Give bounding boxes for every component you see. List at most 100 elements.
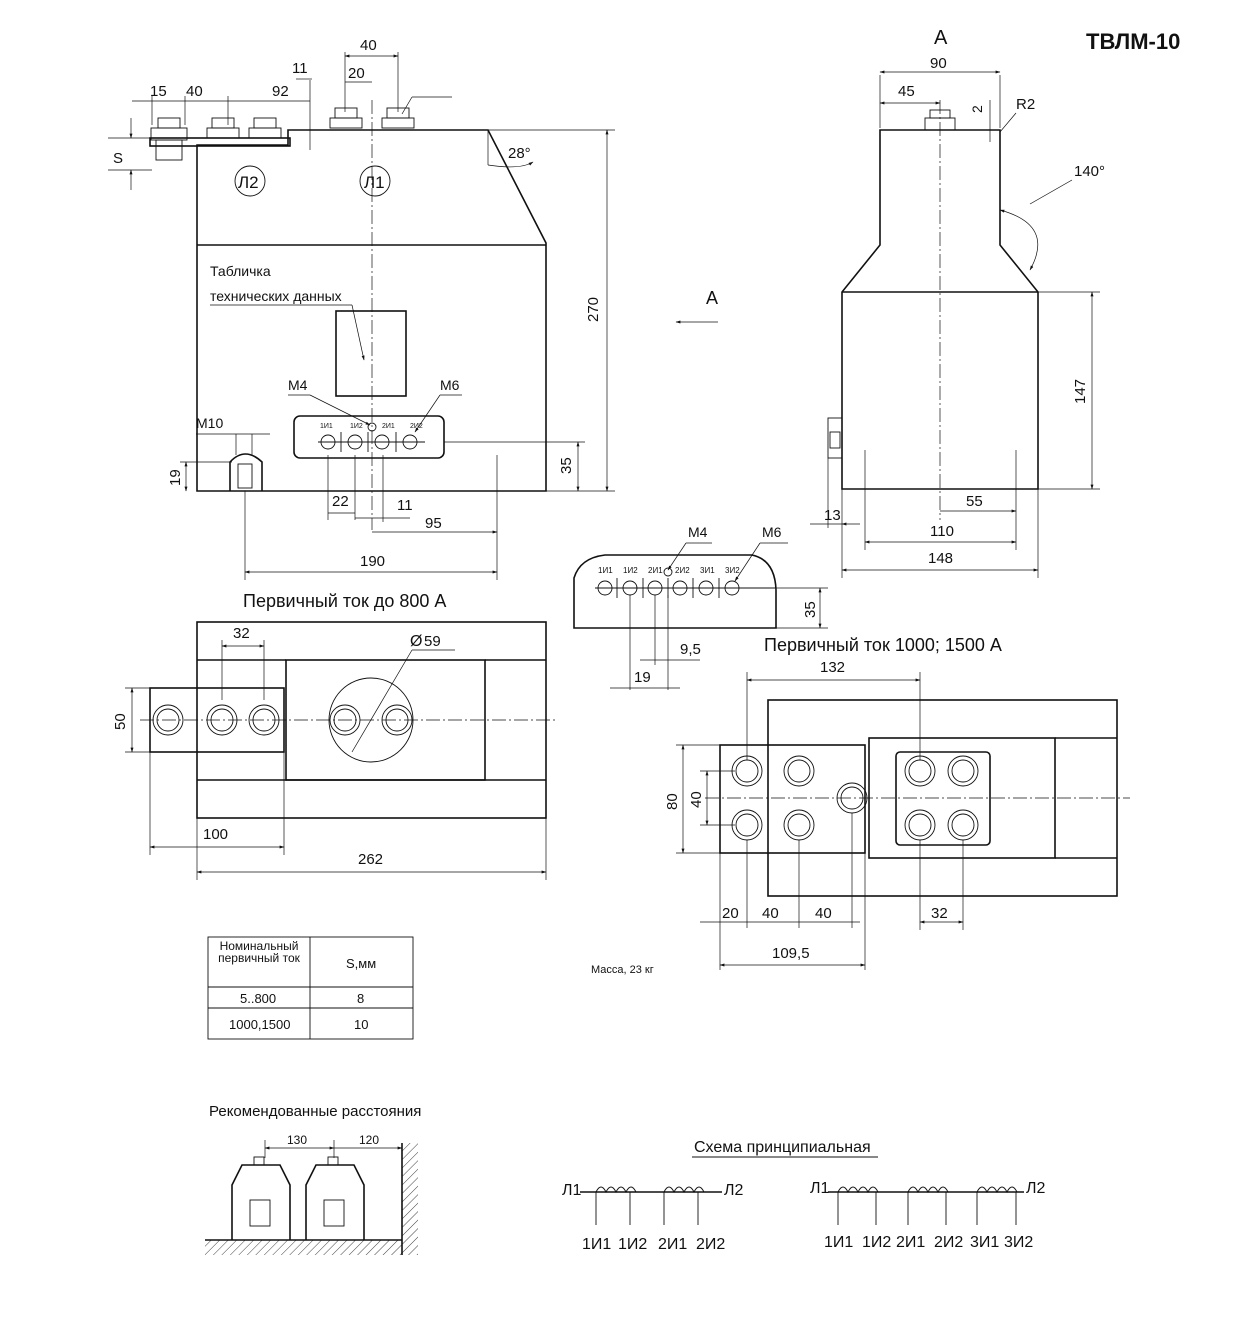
recommended-unit-2 bbox=[305, 1164, 365, 1240]
bolts-800 bbox=[152, 677, 414, 763]
recommended-unit-1 bbox=[231, 1164, 291, 1240]
table-row2-current: 1000,1500 bbox=[229, 1017, 290, 1032]
block-1500-terminal-2i2: 2И2 bbox=[675, 566, 690, 575]
dim-147: 147 bbox=[1072, 379, 1089, 404]
schema-right-3i1: 3И1 bbox=[970, 1234, 999, 1251]
table-row1-current: 5..800 bbox=[240, 991, 276, 1006]
block-1500-terminal-3i1: 3И1 bbox=[700, 566, 715, 575]
dim-92: 92 bbox=[272, 83, 289, 100]
dim-40-top-right: 40 bbox=[360, 37, 377, 54]
terminal-l2-label: Л2 bbox=[238, 173, 259, 192]
block-1500-dim-19: 19 bbox=[634, 669, 651, 686]
dim-45: 45 bbox=[898, 83, 915, 100]
top-view-1500-dim-32: 32 bbox=[931, 905, 948, 922]
thread-m6-label: М6 bbox=[440, 377, 460, 393]
top-view-800-dim-50: 50 bbox=[112, 713, 129, 730]
block-1500-terminal-1i2: 1И2 bbox=[623, 566, 638, 575]
secondary-terminal-block bbox=[293, 415, 445, 459]
terminal-l1-label: Л1 bbox=[364, 173, 385, 192]
top-view-1500-dim-40-vertical: 40 bbox=[688, 791, 705, 808]
angle-28-label: 28° bbox=[508, 145, 531, 162]
current-table: Номинальный первичный ток S,мм 5..800 8 … bbox=[207, 936, 414, 1040]
grounding-bolt bbox=[229, 453, 263, 491]
table-row2-s: 10 bbox=[354, 1017, 368, 1032]
dim-35: 35 bbox=[558, 457, 575, 474]
dim-13: 13 bbox=[824, 507, 841, 524]
block-terminal-1i2: 1И2 bbox=[350, 423, 363, 430]
top-view-1500-dim-40-b: 40 bbox=[815, 905, 832, 922]
dim-19: 19 bbox=[167, 469, 184, 486]
dim-11-top: 11 bbox=[292, 60, 308, 77]
top-view-1500-dim-80: 80 bbox=[664, 793, 681, 810]
diameter-symbol: Ø bbox=[410, 633, 422, 650]
terminal-block-1500: 1И1 1И2 2И1 2И2 3И1 3И2 М4 М6 35 9,5 19 bbox=[573, 524, 828, 690]
end-view-label: А bbox=[934, 27, 948, 49]
block-1500-terminal-2i1: 2И1 bbox=[648, 566, 663, 575]
schema: Схема принципиальная Л1 Л2 1И1 1И2 2И1 2… bbox=[562, 1139, 1046, 1253]
block-terminal-2i2: 2И2 bbox=[410, 423, 423, 430]
recommended-dim-130: 130 bbox=[287, 1133, 307, 1147]
nameplate-label-line1: Табличка bbox=[210, 263, 271, 279]
busbar-1500 bbox=[719, 744, 866, 854]
radius-label: R2 bbox=[1016, 96, 1035, 113]
drawing-title: ТВЛМ-10 bbox=[1086, 29, 1180, 54]
schema-right-2i1: 2И1 bbox=[896, 1234, 925, 1251]
top-view-800-dim-262: 262 bbox=[358, 851, 383, 868]
dim-20-top: 20 bbox=[348, 65, 365, 82]
top-view-800-dim-32: 32 bbox=[233, 625, 250, 642]
schema-right-1i1: 1И1 bbox=[824, 1234, 853, 1251]
schema-left-2i2: 2И2 bbox=[696, 1236, 725, 1253]
block-terminal-2i1: 2И1 bbox=[382, 423, 395, 430]
top-view-1500-dim-20: 20 bbox=[722, 905, 739, 922]
schema-right-3i2: 3И2 bbox=[1004, 1234, 1033, 1251]
dim-190: 190 bbox=[360, 553, 385, 570]
dim-11-bottom: 11 bbox=[397, 497, 413, 514]
dim-148: 148 bbox=[928, 550, 953, 567]
block-1500-thread-m4: М4 bbox=[688, 524, 708, 540]
top-view-1500-dim-109-5: 109,5 bbox=[772, 945, 810, 962]
table-header-s: S,мм bbox=[346, 956, 376, 971]
recommended-distances: Рекомендованные расстояния 130 120 bbox=[205, 1103, 421, 1255]
top-view-1500-caption: Первичный ток 1000; 1500 А bbox=[764, 635, 1002, 655]
dim-15: 15 bbox=[150, 83, 167, 100]
block-terminal-1i1: 1И1 bbox=[320, 423, 333, 430]
top-view-800: Первичный ток до 800 А 32 Ø 59 50 bbox=[112, 591, 556, 880]
dim-22: 22 bbox=[332, 493, 349, 510]
schema-left-1i2: 1И2 bbox=[618, 1236, 647, 1253]
dim-95: 95 bbox=[425, 515, 442, 532]
schema-left-l1: Л1 bbox=[562, 1182, 582, 1199]
busbar-1500-right-plate bbox=[895, 751, 991, 846]
side-view: Л2 Л1 Табличка технических данных 1И1 1И… bbox=[108, 37, 615, 580]
top-view-1500: Первичный ток 1000; 1500 А 132 80 4 bbox=[664, 635, 1130, 970]
top-view-1500-dim-132: 132 bbox=[820, 659, 845, 676]
schema-right-2i2: 2И2 bbox=[934, 1234, 963, 1251]
nameplate-label-line2: технических данных bbox=[210, 288, 342, 304]
dim-2: 2 bbox=[969, 105, 985, 113]
side-view-body bbox=[196, 129, 547, 492]
schema-left-2i1: 2И1 bbox=[658, 1236, 687, 1253]
top-view-1500-dim-40-a: 40 bbox=[762, 905, 779, 922]
top-bolts bbox=[149, 107, 415, 161]
dim-110: 110 bbox=[930, 523, 954, 540]
schema-right-l2: Л2 bbox=[1026, 1180, 1046, 1197]
schema-caption: Схема принципиальная bbox=[694, 1139, 871, 1156]
dim-90: 90 bbox=[930, 55, 947, 72]
block-1500-dim-9-5: 9,5 bbox=[680, 641, 701, 658]
view-arrow-label: А bbox=[706, 288, 718, 308]
angle-140-label: 140° bbox=[1074, 163, 1105, 180]
table-row1-s: 8 bbox=[357, 991, 364, 1006]
top-view-800-caption: Первичный ток до 800 А bbox=[243, 591, 446, 611]
dim-270: 270 bbox=[585, 297, 602, 322]
recommended-dim-120: 120 bbox=[359, 1133, 379, 1147]
schema-right-1i2: 1И2 bbox=[862, 1234, 891, 1251]
s-dim-label: S bbox=[113, 150, 123, 167]
block-1500-thread-m6: М6 bbox=[762, 524, 782, 540]
thread-m10-label: М10 bbox=[196, 415, 223, 431]
mass-label: Масса, 23 кг bbox=[591, 964, 654, 976]
block-terminals bbox=[318, 422, 425, 452]
table-header-current: Номинальный первичный ток bbox=[218, 939, 300, 965]
block-1500-dim-35: 35 bbox=[802, 601, 819, 618]
recommended-caption: Рекомендованные расстояния bbox=[209, 1103, 421, 1120]
end-view: А 90 45 2 R2 140° 147 13 55 bbox=[810, 27, 1105, 578]
